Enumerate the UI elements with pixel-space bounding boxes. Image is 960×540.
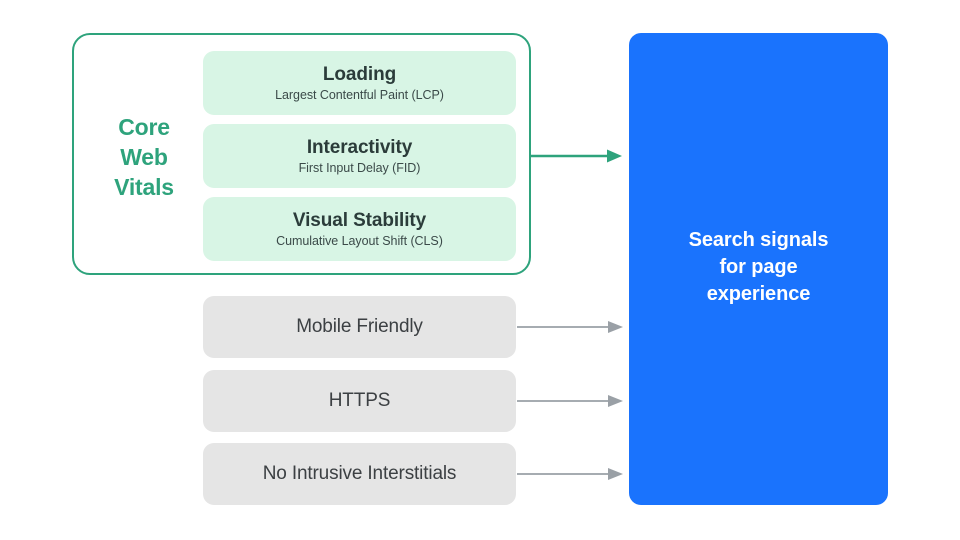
mobile-friendly-arrow [517, 321, 623, 333]
signal-card-https[interactable]: HTTPS [203, 370, 516, 432]
signal-card-no-intrusive-interstitials[interactable]: No Intrusive Interstitials [203, 443, 516, 505]
destination-text-line-2: for page [719, 255, 798, 278]
core-web-vitals-label: Core Web Vitals [96, 112, 192, 202]
core-web-vitals-arrow [531, 149, 622, 163]
destination-text-line-3: experience [706, 282, 811, 305]
core-web-vitals-label-line-1: Core [118, 114, 170, 140]
metric-title: Loading [322, 63, 397, 85]
no-intrusive-interstitials-arrow [517, 468, 623, 480]
metric-subtitle: Cumulative Layout Shift (CLS) [276, 233, 443, 248]
core-web-vitals-group-frame [72, 33, 531, 275]
signal-label: No Intrusive Interstitials [262, 463, 457, 484]
core-web-vitals-label-line-2: Web [120, 144, 168, 170]
metric-card-interactivity[interactable]: Interactivity First Input Delay (FID) [203, 124, 516, 188]
signal-label: HTTPS [328, 390, 391, 411]
metric-title: Visual Stability [292, 209, 427, 231]
signal-card-mobile-friendly[interactable]: Mobile Friendly [203, 296, 516, 358]
https-arrow [517, 395, 623, 407]
metric-card-visual-stability[interactable]: Visual Stability Cumulative Layout Shift… [203, 197, 516, 261]
metric-subtitle: Largest Contentful Paint (LCP) [275, 87, 444, 102]
metric-title: Interactivity [306, 136, 413, 158]
metric-card-loading[interactable]: Loading Largest Contentful Paint (LCP) [203, 51, 516, 115]
signal-label: Mobile Friendly [296, 316, 423, 337]
search-signals-destination-box[interactable]: Search signals for page experience [629, 33, 888, 505]
destination-text-line-1: Search signals [688, 228, 829, 251]
metric-subtitle: First Input Delay (FID) [298, 160, 421, 175]
destination-text: Search signals for page experience [689, 227, 829, 312]
core-web-vitals-label-line-3: Vitals [114, 174, 174, 200]
